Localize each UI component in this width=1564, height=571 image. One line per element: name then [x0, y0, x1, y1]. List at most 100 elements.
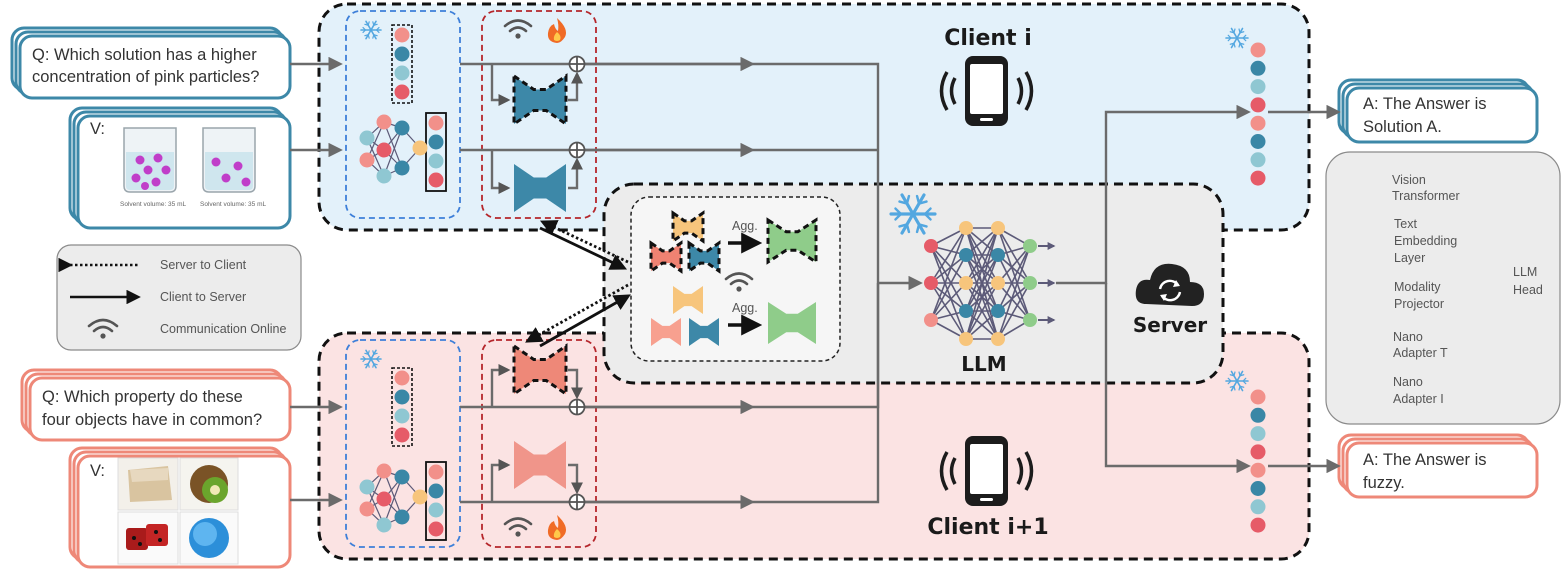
token [428, 115, 444, 131]
wifi-arc [503, 517, 533, 526]
llm-node [924, 239, 938, 253]
snow-branch [1233, 385, 1236, 391]
wire-llm-head-top [1056, 104, 1251, 285]
client-to-server-arrow-top [539, 226, 628, 270]
snow-branch [915, 223, 921, 234]
client-i1-label: Client i+1 [927, 515, 1048, 540]
text-embedding-layer-bottom [391, 367, 413, 447]
snow-branch [1227, 377, 1232, 382]
snow-branch [1238, 385, 1241, 391]
snow-branch [1229, 31, 1235, 34]
snow-branch [1229, 385, 1235, 388]
token [1250, 79, 1266, 95]
token [1250, 60, 1266, 76]
llm-edge [965, 227, 999, 312]
vit-node [376, 491, 392, 507]
wifi-arc [508, 524, 528, 531]
flame-outer [547, 18, 566, 43]
sum-node-bottom-image [568, 493, 586, 511]
snow-branch [364, 23, 369, 26]
snow-branch [1229, 42, 1235, 45]
snow-branch [1238, 42, 1241, 48]
bowtie-shape [512, 343, 568, 397]
flame-inner [553, 529, 561, 538]
llm-node [1023, 239, 1037, 253]
legend-server-to-client: Server to Client [160, 258, 247, 272]
components [359, 18, 1501, 541]
llm-edge [930, 245, 967, 340]
llm-edge [965, 227, 999, 340]
token [1250, 170, 1266, 186]
phone-icon-bottom [939, 436, 1034, 506]
vit-node [394, 509, 410, 525]
client-to-server-arrow-bottom [539, 294, 631, 348]
bottom-answer-line-1: A: The Answer is [1363, 451, 1487, 469]
token [1250, 97, 1266, 113]
llm-edge [997, 282, 1031, 312]
token [1250, 115, 1266, 131]
cloud-sync-icon [1135, 263, 1204, 306]
embed-frame [391, 24, 413, 104]
vit-node [376, 517, 392, 533]
wire-top-img-adapter [490, 150, 511, 194]
agg-adapter-i-orange [673, 286, 703, 314]
snow-arm [1230, 27, 1244, 49]
llm-edge [997, 254, 1031, 284]
token [428, 172, 444, 188]
llm-edge [997, 245, 1031, 284]
token [428, 153, 444, 169]
token [1250, 426, 1266, 442]
nano-adapter-i-top [514, 164, 566, 212]
vit-node [394, 160, 410, 176]
server-label: Server [1133, 313, 1207, 337]
vision-transformer-bottom [359, 463, 428, 533]
bottom-question-card [20, 368, 292, 442]
agg-adapter-t-salmon [649, 240, 683, 274]
legend-adapter-t-1: Nano [1393, 330, 1423, 344]
bowtie-shape [673, 286, 703, 314]
token [1250, 389, 1266, 405]
legend-projector-2: Projector [1394, 297, 1444, 311]
llm-edge [930, 254, 967, 284]
snow-branch [1227, 380, 1232, 385]
llm-label: LLM [961, 352, 1006, 376]
token [394, 408, 410, 424]
vision-transformer-top [359, 114, 428, 184]
token [394, 370, 410, 386]
bottom-question-line-2: four objects have in common? [42, 411, 262, 429]
snow-branch [1239, 42, 1245, 45]
wire-top-text-adapter [490, 64, 511, 106]
snow-branch [373, 34, 378, 37]
text-embedding-layer-top [391, 24, 413, 104]
vit-node [359, 130, 375, 146]
agg-adapter-i-teal [689, 318, 719, 346]
snow-branch [1242, 37, 1247, 42]
snow-arm [900, 193, 926, 235]
llm-edge [997, 282, 1031, 321]
bowtie-shape [768, 302, 816, 344]
top-question-line-1: Q: Which solution has a higher [32, 46, 257, 64]
llm-edge [997, 227, 1031, 284]
bowtie-shape [512, 73, 568, 127]
token [1250, 517, 1266, 533]
snow-branch [1238, 371, 1241, 377]
llm-node [924, 313, 938, 327]
flame-outer [547, 515, 566, 540]
beaker-b-image [202, 127, 256, 193]
vit-node [412, 489, 428, 505]
snow-branch [1233, 42, 1236, 48]
adapter-group-top [481, 10, 597, 219]
snowflake-icon-head-bottom [1225, 370, 1249, 392]
bottom-question-line-1: Q: Which property do these [42, 388, 243, 406]
snow-branch [905, 194, 911, 205]
top-answer-line-2: Solution A. [1363, 118, 1442, 136]
token [428, 134, 444, 150]
snow-branch [1229, 374, 1235, 377]
card-layer [76, 114, 292, 230]
snow-branch [917, 200, 928, 205]
bottom-answer-line-2: fuzzy. [1363, 474, 1405, 492]
snow-branch [898, 200, 909, 205]
bowtie-shape [766, 217, 818, 265]
token [394, 46, 410, 62]
